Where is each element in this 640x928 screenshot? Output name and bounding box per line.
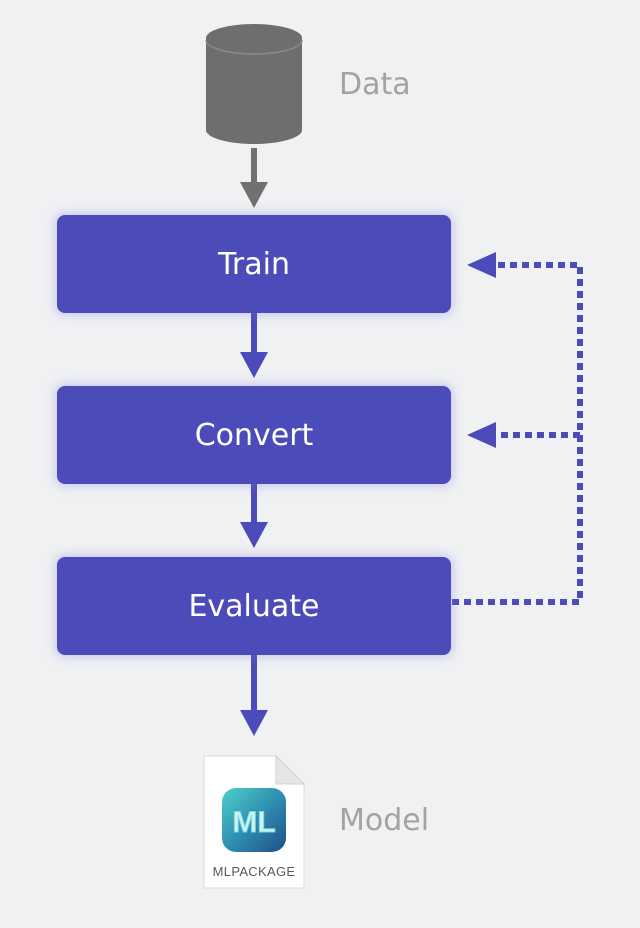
- arrowhead-to-train: [467, 252, 496, 278]
- feedback-loop: [452, 262, 583, 605]
- mlpackage-label: MLPACKAGE: [212, 864, 296, 879]
- evaluate-step: Evaluate: [57, 557, 451, 655]
- arrow-data-to-train: [240, 148, 268, 208]
- convert-step: Convert: [57, 386, 451, 484]
- arrow-train-to-convert: [240, 313, 268, 378]
- arrowhead-to-convert: [467, 422, 496, 448]
- arrow-convert-to-evaluate: [240, 484, 268, 548]
- ml-logo-text: ML: [232, 806, 275, 839]
- database-icon: [205, 24, 303, 144]
- data-label: Data: [339, 67, 411, 102]
- train-step: Train: [57, 215, 451, 313]
- mlpackage-file-icon: ML: [203, 754, 306, 889]
- model-label: Model: [339, 803, 430, 838]
- arrow-evaluate-to-model: [240, 655, 268, 736]
